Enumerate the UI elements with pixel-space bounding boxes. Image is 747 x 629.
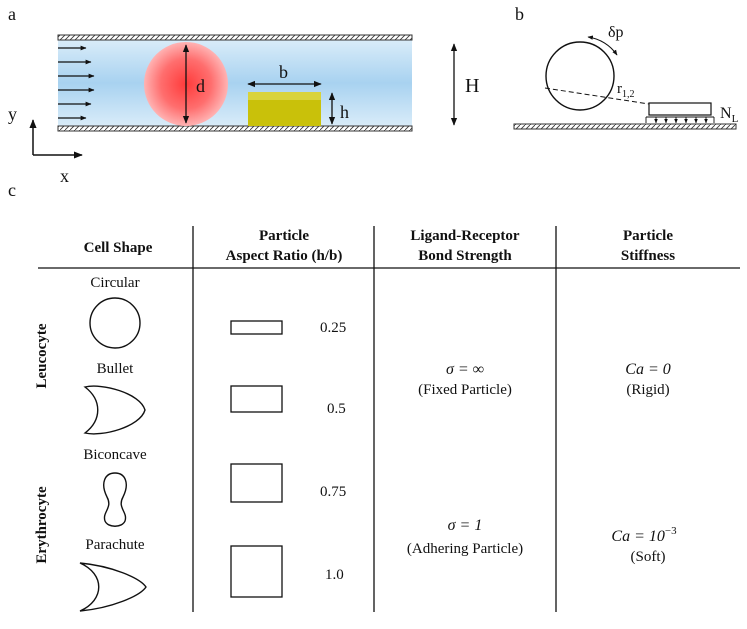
parachute-shape [79, 562, 147, 612]
r-label: r1,2 [617, 81, 635, 100]
nl-label: NL [720, 105, 739, 125]
circular-shape [89, 297, 141, 349]
aspect-value-0: 0.25 [320, 320, 346, 336]
b-particle [648, 102, 712, 116]
delta-p-label: δp [608, 24, 624, 41]
header-bond-line1: Ligand-Receptor [410, 228, 519, 244]
shape-label-circular: Circular [90, 275, 139, 291]
diameter-label: d [196, 76, 205, 96]
panel-c-label: c [8, 180, 16, 200]
stiff-rigid-desc: (Rigid) [626, 382, 669, 398]
bullet-shape [83, 385, 146, 435]
header-stiff-line2: Stiffness [621, 248, 675, 264]
aspect-rect-0.5 [230, 385, 283, 413]
group-leucocyte: Leucocyte [34, 323, 50, 388]
inflow-arrows [58, 45, 95, 121]
y-axis-label: y [8, 104, 17, 124]
header-stiff-line1: Particle [623, 228, 673, 244]
aspect-rect-1.0 [230, 545, 283, 598]
particle-highlight [248, 92, 321, 100]
group-erythrocyte: Erythrocyte [34, 486, 50, 564]
shape-label-biconcave: Biconcave [83, 447, 147, 463]
top-wall [57, 34, 413, 41]
panel-a-label: a [8, 4, 16, 24]
channel-fluid [58, 40, 412, 126]
aspect-rect-0.75 [230, 463, 283, 503]
biconcave-shape [103, 472, 127, 527]
width-label: b [279, 62, 288, 82]
panel-c: c Cell Shape Particle Aspect Ratio (h/b)… [8, 180, 740, 612]
bond-fixed-desc: (Fixed Particle) [418, 382, 512, 398]
ligand-arrows [645, 116, 715, 124]
header-cell-shape: Cell Shape [84, 240, 153, 256]
b-cell [545, 41, 615, 111]
aspect-value-2: 0.75 [320, 484, 346, 500]
bond-adhering-desc: (Adhering Particle) [407, 541, 523, 557]
header-aspect-line2: Aspect Ratio (h/b) [226, 248, 343, 264]
shape-label-parachute: Parachute [85, 537, 144, 553]
header-bond-line2: Bond Strength [418, 248, 512, 264]
header-aspect-line1: Particle [259, 228, 309, 244]
stiff-soft-desc: (Soft) [631, 549, 666, 565]
stiff-rigid-value: Ca = 0 [625, 361, 670, 378]
aspect-value-3: 1.0 [325, 567, 344, 583]
height-label: h [340, 102, 349, 122]
aspect-value-1: 0.5 [327, 401, 346, 417]
bond-fixed-value: σ = ∞ [446, 361, 484, 378]
bottom-wall [57, 125, 413, 132]
panel-a: a d b h H y x [8, 4, 479, 186]
aspect-rect-0.25 [230, 320, 283, 335]
panel-b: b δp r1,2 NL [513, 4, 739, 130]
panel-b-label: b [515, 4, 524, 24]
shape-label-bullet: Bullet [97, 361, 134, 377]
stiff-soft-value: Ca = 10−3 [611, 525, 677, 545]
b-wall [513, 123, 737, 130]
channel-height-label: H [465, 75, 479, 97]
delta-p-arrow [587, 35, 618, 56]
bond-adhering-value: σ = 1 [448, 517, 483, 534]
x-axis-label: x [60, 166, 69, 186]
